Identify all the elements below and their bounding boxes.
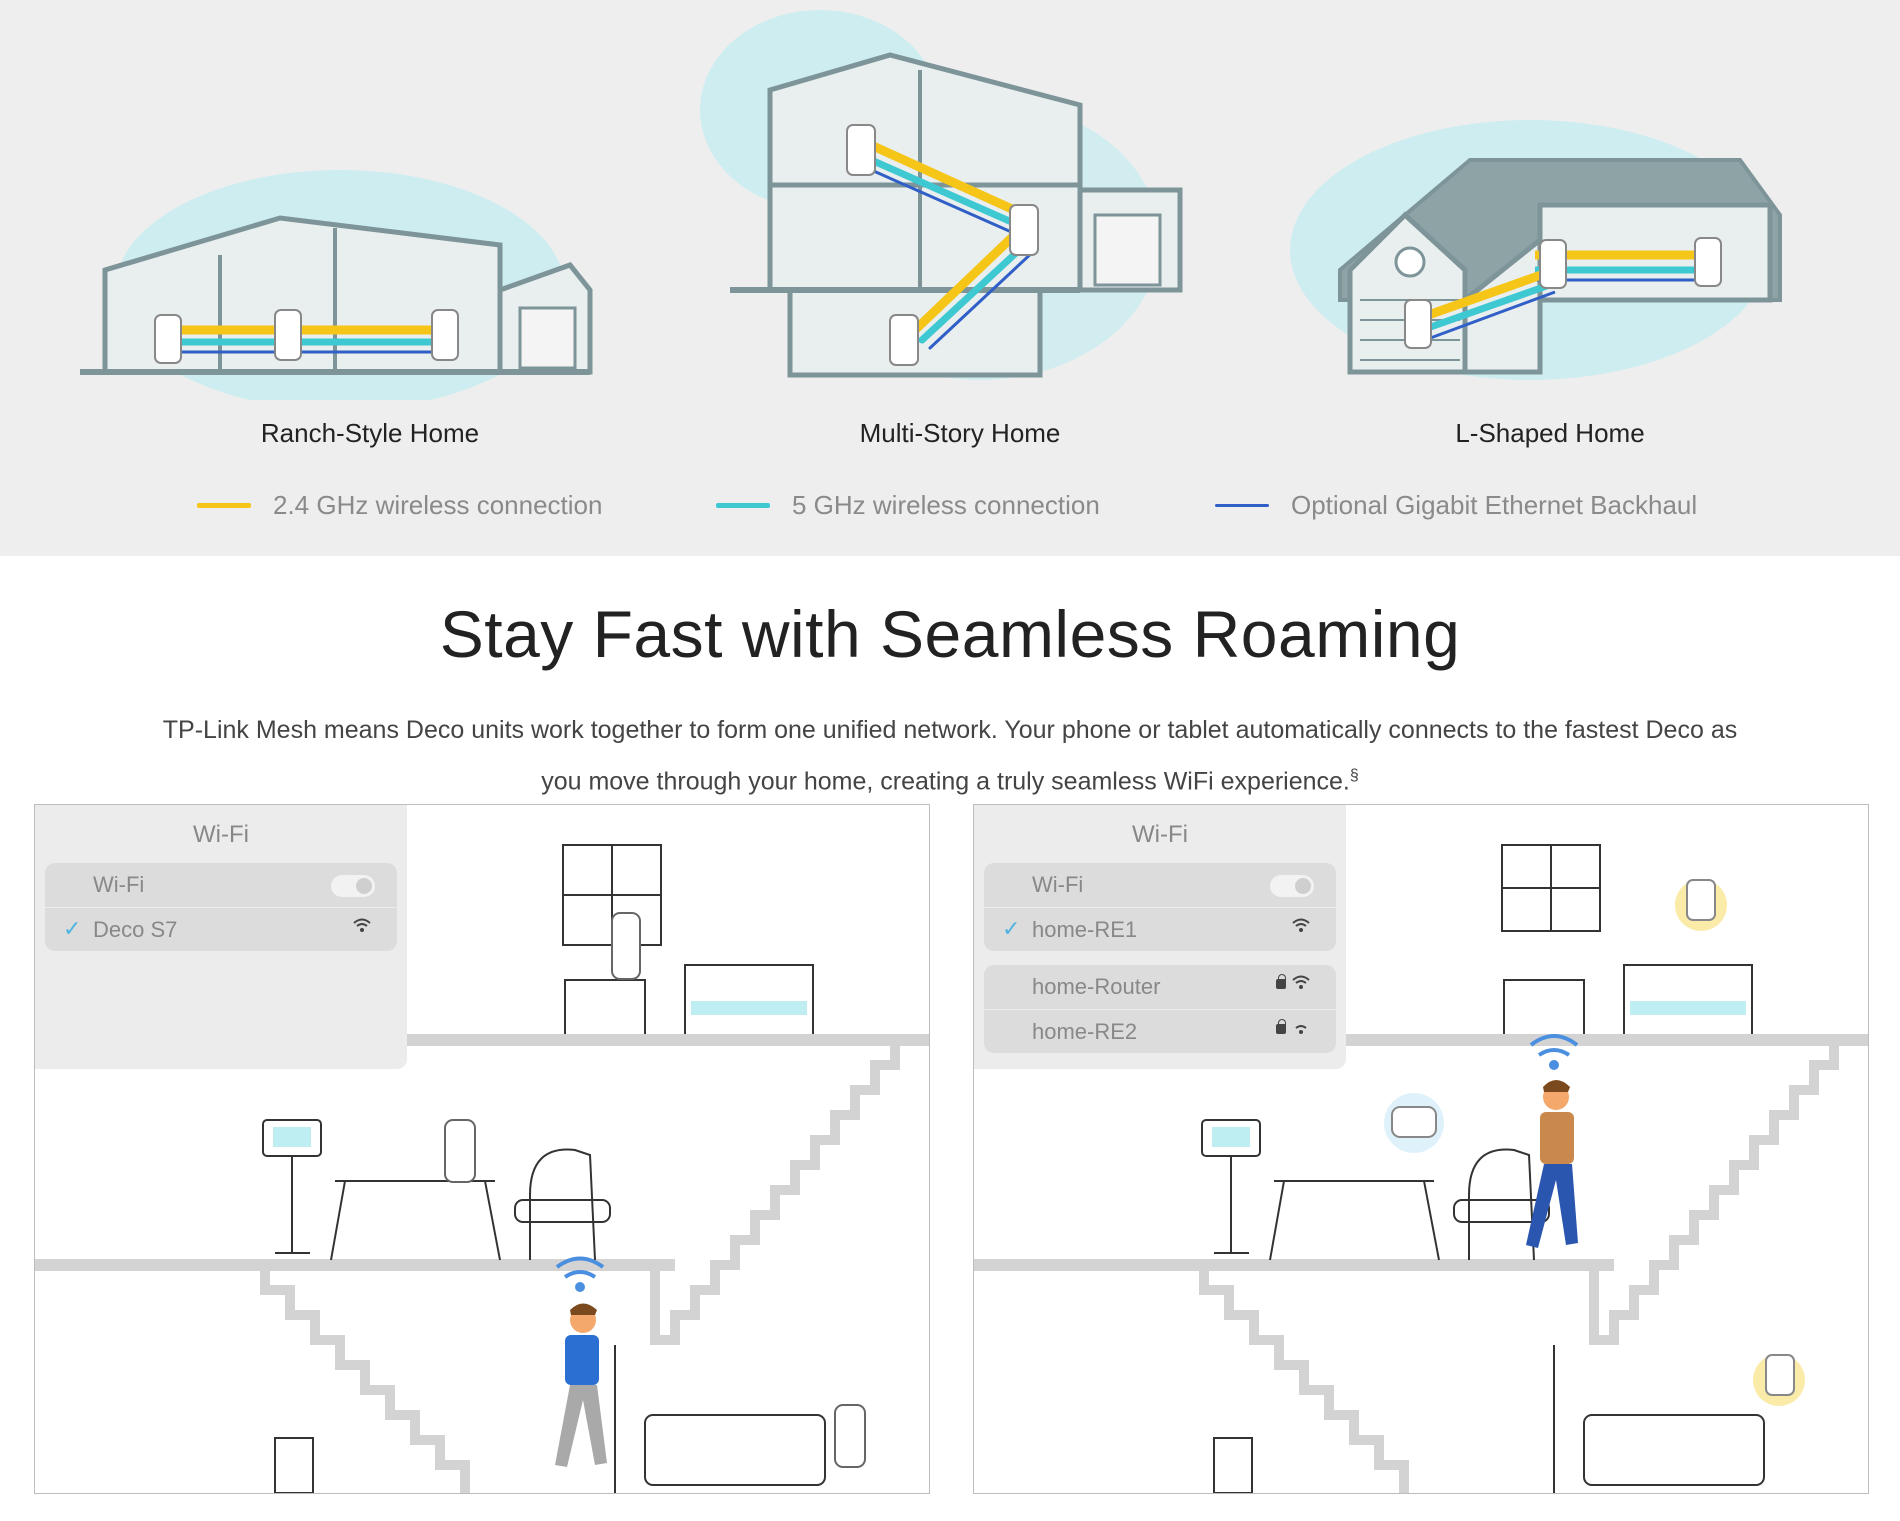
roaming-panel-right: Wi-Fi Wi-Fi ✓ home-RE1 home-Router [973, 804, 1869, 1494]
wifi-toggle-row[interactable]: Wi-Fi [984, 863, 1336, 907]
wifi-toggle-switch[interactable] [331, 875, 375, 897]
home-interior-illustration [35, 844, 929, 1493]
network-name: home-Router [1032, 974, 1161, 999]
wifi-signal-icon [1292, 918, 1310, 932]
legend-label: Optional Gigabit Ethernet Backhaul [1291, 489, 1698, 520]
wifi-panel-title: Wi-Fi [193, 821, 249, 848]
network-row-deco-s7[interactable]: ✓ Deco S7 [45, 907, 397, 951]
multi-story-home-card: Multi-Story Home [650, 0, 1270, 520]
multi-story-house-icon [700, 10, 1183, 380]
legend-item-ethernet: Optional Gigabit Ethernet Backhaul [1215, 488, 1697, 522]
wifi-settings-panel: Wi-Fi Wi-Fi ✓ home-RE1 home-Router [974, 805, 1346, 1069]
network-name: home-RE1 [1032, 916, 1138, 942]
legend-label: 5 GHz wireless connection [792, 489, 1100, 520]
checkmark-icon: ✓ [63, 916, 82, 941]
l-shaped-house-icon [1290, 120, 1782, 380]
checkmark-icon: ✓ [1002, 916, 1021, 941]
legend-item-2-4ghz: 2.4 GHz wireless connection [197, 488, 602, 522]
network-row-home-re1[interactable]: ✓ home-RE1 [984, 907, 1336, 951]
wifi-settings-panel: Wi-Fi Wi-Fi ✓ Deco S7 [35, 805, 407, 1069]
ranch-home-card: Ranch-Style Home [60, 0, 680, 520]
section-title: Stay Fast with Seamless Roaming [439, 597, 1461, 671]
network-icons [1276, 1019, 1310, 1034]
wifi-toggle-label: Wi-Fi [93, 872, 145, 897]
network-icons [1292, 918, 1310, 932]
network-name: home-RE2 [1032, 1018, 1138, 1044]
ranch-house-icon [80, 170, 593, 400]
network-row-home-router[interactable]: home-Router [984, 965, 1336, 1009]
wifi-toggle-row[interactable]: Wi-Fi [45, 863, 397, 907]
legend-item-5ghz: 5 GHz wireless connection [716, 488, 1100, 522]
wifi-signal-icon [353, 918, 371, 932]
legend-label: 2.4 GHz wireless connection [273, 489, 603, 520]
network-row-home-re2[interactable]: home-RE2 [984, 1009, 1336, 1053]
wifi-other-networks-list: home-Router home-RE2 [984, 965, 1336, 1053]
section-description: TP-Link Mesh means Deco units work toget… [150, 708, 1750, 804]
legend-swatch-yellow [197, 502, 251, 508]
lock-icon [1276, 974, 1286, 989]
wifi-network-list: Wi-Fi ✓ Deco S7 [45, 863, 397, 951]
wifi-toggle-label: Wi-Fi [1032, 872, 1084, 897]
wifi-signal-icon [1292, 975, 1310, 989]
description-text: TP-Link Mesh means Deco units work toget… [162, 716, 1738, 796]
legend-swatch-cyan [716, 502, 770, 508]
ranch-home-label: Ranch-Style Home [260, 418, 480, 448]
l-shaped-home-label: L-Shaped Home [1455, 418, 1645, 448]
wifi-panel-title: Wi-Fi [1132, 821, 1188, 848]
home-interior-illustration [974, 844, 1868, 1493]
wifi-toggle-switch[interactable] [1270, 875, 1314, 897]
network-icons [353, 918, 371, 932]
wifi-weak-signal-icon [1295, 1025, 1307, 1034]
wifi-connected-list: Wi-Fi ✓ home-RE1 [984, 863, 1336, 951]
multi-story-home-label: Multi-Story Home [859, 418, 1061, 448]
home-types-band: Ranch-Style Home [0, 0, 1900, 556]
network-name: Deco S7 [93, 916, 178, 942]
l-shaped-home-card: L-Shaped Home [1240, 0, 1860, 520]
network-icons [1276, 974, 1310, 989]
footnote-mark: § [1349, 767, 1359, 784]
legend-swatch-blue [1215, 503, 1269, 507]
lock-icon [1276, 1019, 1286, 1034]
roaming-panel-left: Wi-Fi Wi-Fi ✓ Deco S7 [34, 804, 930, 1494]
